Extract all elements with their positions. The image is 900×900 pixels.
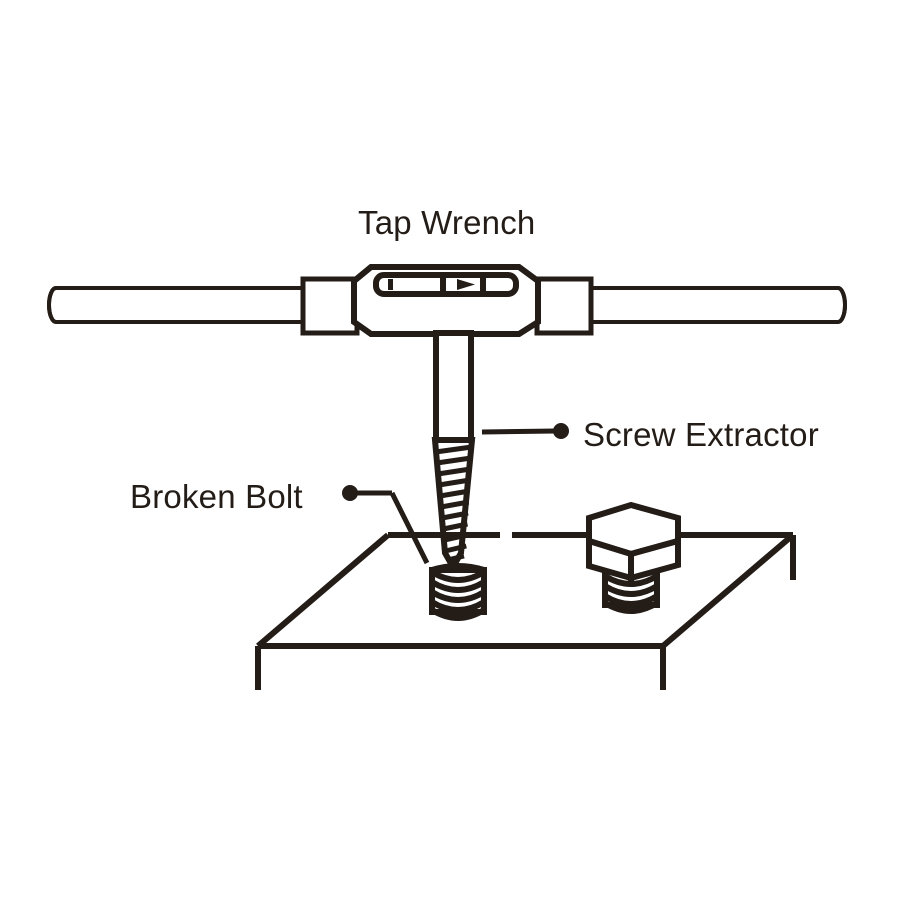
intact-hex-bolt [586,501,681,614]
right-handle-rod [587,286,847,324]
extractor-straight-shank [433,330,474,445]
slot-arrow-mark [457,279,475,290]
hex-bolt-head-right-face [628,537,681,582]
screw-extractor-leader-dot [553,423,569,439]
left-collar-block [300,276,360,336]
broken-bolt-leader-dot [342,485,358,501]
broken-bolt-top-arc [431,563,485,573]
broken-bolt-threaded-stub [429,563,487,621]
broken-bolt-bottom-arc [430,607,486,621]
broken-bolt-thread-arcs [430,569,486,613]
tap-wrench-assembly [47,264,847,337]
leader-line-broken-bolt [342,485,430,565]
slot-divider-right [480,275,486,294]
work-plate-isometric [255,532,796,690]
slot-divider-left [440,275,446,294]
plate-left-diagonal [256,532,390,649]
screw-extractor-label: Screw Extractor [583,416,819,453]
slot-tick-mark [388,279,393,290]
left-handle-rod [47,286,307,324]
tap-wrench-label: Tap Wrench [358,204,535,241]
leader-line-screw-extractor [481,423,569,439]
plate-right-diagonal [661,532,795,649]
right-collar-block [534,276,594,336]
broken-bolt-label: Broken Bolt [130,478,303,515]
